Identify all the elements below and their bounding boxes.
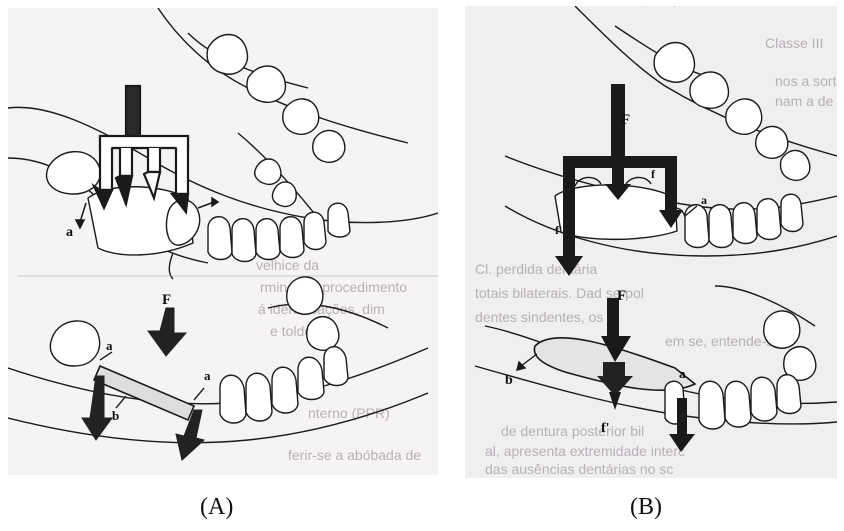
- label-b: b: [112, 408, 119, 423]
- bg-text-line: Cl. perdida dentária: [475, 261, 597, 277]
- caption-panel-a: (A): [200, 494, 233, 521]
- bg-text-line: Classe III: [765, 35, 823, 51]
- bg-text-line: de dentura posterior bil: [501, 423, 644, 439]
- label-f-prime-upper-b: f': [555, 223, 562, 237]
- caption-panel-b: (B): [630, 494, 662, 521]
- label-a-lower-b: a: [679, 366, 686, 381]
- label-F-lower-b: F: [617, 288, 626, 304]
- bg-text-line: ferir-se a abóbada de: [288, 447, 421, 463]
- bg-text-line: nos a sorte: [775, 73, 837, 89]
- label-F-lower-a: F: [162, 292, 171, 308]
- panel-b-illustration: Classe III nos a sorte nam a de Cl. perd…: [465, 6, 837, 478]
- label-F-upper-b: F: [621, 112, 630, 128]
- bg-text-line: dentes sindentes, os: [475, 309, 603, 325]
- label-a-left: a: [106, 338, 113, 353]
- bg-text-line: das ausências dentárias no sc: [485, 461, 673, 477]
- panel-a-illustration: velhice da rmina, ao procedimento á iden…: [8, 8, 438, 475]
- panel-a-drawing: velhice da rmina, ao procedimento á iden…: [8, 8, 438, 475]
- bg-text-line: al, apresenta extremidade interc: [485, 443, 685, 459]
- label-b-lower-b: b: [505, 373, 513, 388]
- label-a-upper-b: a: [701, 193, 707, 207]
- panel-b-drawing: Classe III nos a sorte nam a de Cl. perd…: [465, 6, 837, 478]
- label-a-upper: a: [66, 225, 73, 240]
- label-f-prime-lower-b: f': [601, 421, 610, 436]
- label-a-right: a: [204, 368, 211, 383]
- bg-text-line: nterno (PPR): [308, 405, 390, 421]
- bg-text-line: nam a de: [775, 93, 834, 109]
- bg-text-line: rmina, ao procedimento: [260, 279, 407, 295]
